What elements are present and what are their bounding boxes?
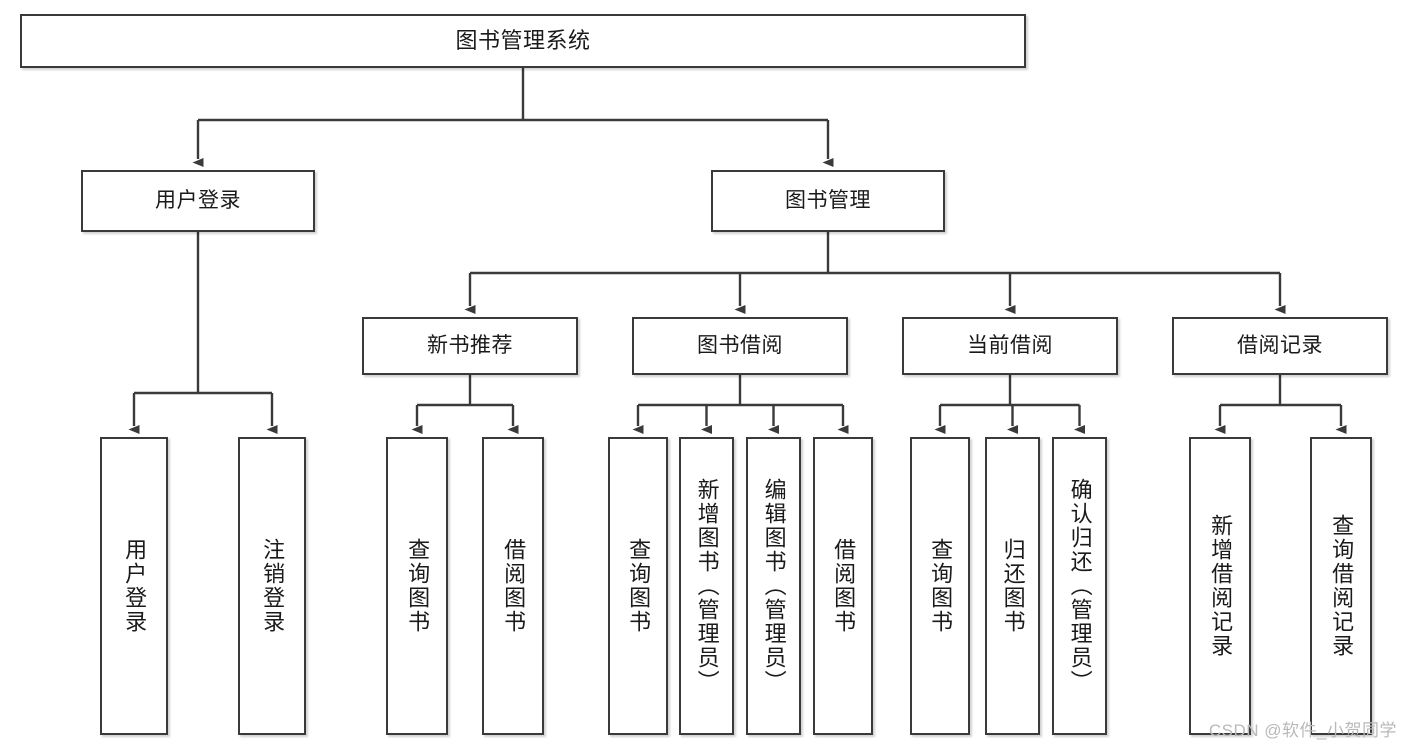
node-bookmgmt[interactable]: 图书管理 bbox=[711, 170, 945, 232]
node-b3[interactable]: 编辑图书（管理员） bbox=[746, 437, 801, 735]
node-records[interactable]: 借阅记录 bbox=[1172, 317, 1388, 375]
node-label: 编辑图书（管理员） bbox=[761, 478, 787, 694]
node-newbook[interactable]: 新书推荐 bbox=[362, 317, 578, 375]
node-label: 借阅记录 bbox=[1237, 333, 1323, 357]
node-label: 借阅图书 bbox=[501, 538, 527, 634]
node-label: 归还图书 bbox=[1000, 538, 1026, 634]
node-label: 查询图书 bbox=[405, 538, 431, 634]
node-label: 新增借阅记录 bbox=[1208, 514, 1234, 658]
node-c2[interactable]: 归还图书 bbox=[985, 437, 1040, 735]
node-b2[interactable]: 新增图书（管理员） bbox=[679, 437, 734, 735]
node-l1[interactable]: 用户登录 bbox=[100, 437, 168, 735]
node-label: 图书借阅 bbox=[697, 333, 783, 357]
node-n1[interactable]: 查询图书 bbox=[386, 437, 448, 735]
watermark-text: CSDN @软件_小贺同学 bbox=[1208, 721, 1397, 740]
node-c3[interactable]: 确认归还（管理员） bbox=[1052, 437, 1107, 735]
node-label: 确认归还（管理员） bbox=[1067, 478, 1093, 694]
node-l2[interactable]: 注销登录 bbox=[238, 437, 306, 735]
node-r1[interactable]: 新增借阅记录 bbox=[1189, 437, 1251, 735]
node-label: 查询图书 bbox=[626, 538, 652, 634]
node-n2[interactable]: 借阅图书 bbox=[482, 437, 544, 735]
node-b1[interactable]: 查询图书 bbox=[608, 437, 668, 735]
node-root[interactable]: 图书管理系统 bbox=[20, 14, 1026, 68]
node-borrow[interactable]: 图书借阅 bbox=[632, 317, 848, 375]
node-r2[interactable]: 查询借阅记录 bbox=[1310, 437, 1372, 735]
node-label: 借阅图书 bbox=[831, 538, 857, 634]
node-b4[interactable]: 借阅图书 bbox=[813, 437, 873, 735]
node-label: 新增图书（管理员） bbox=[694, 478, 720, 694]
node-current[interactable]: 当前借阅 bbox=[902, 317, 1118, 375]
node-label: 查询借阅记录 bbox=[1329, 514, 1355, 658]
node-label: 新书推荐 bbox=[427, 333, 513, 357]
node-label: 用户登录 bbox=[155, 188, 241, 212]
node-c1[interactable]: 查询图书 bbox=[910, 437, 970, 735]
node-login[interactable]: 用户登录 bbox=[81, 170, 315, 232]
node-label: 用户登录 bbox=[122, 538, 148, 634]
node-label: 图书管理系统 bbox=[455, 28, 591, 54]
node-label: 当前借阅 bbox=[967, 333, 1053, 357]
node-label: 注销登录 bbox=[260, 538, 286, 634]
node-label: 查询图书 bbox=[928, 538, 954, 634]
node-label: 图书管理 bbox=[785, 188, 871, 212]
